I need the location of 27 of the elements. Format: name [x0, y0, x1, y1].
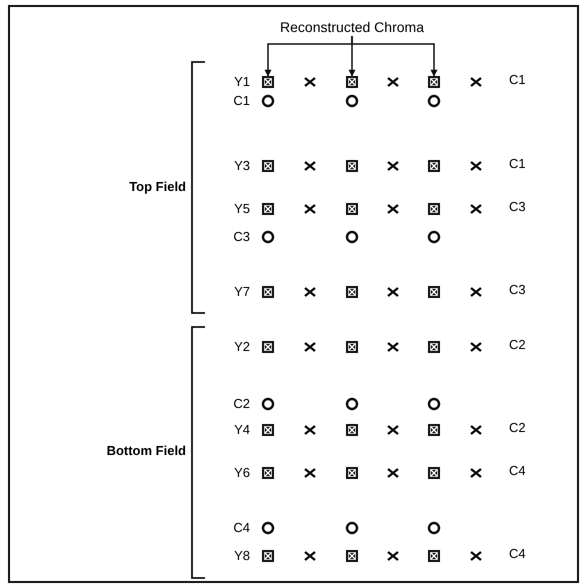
row-label: Y6	[234, 466, 250, 479]
row-label: Y7	[234, 285, 250, 298]
row-label: C1	[509, 73, 526, 86]
chroma-heading: Reconstructed Chroma	[280, 20, 424, 34]
row-label: C3	[233, 230, 250, 243]
square-sample-icon	[346, 76, 358, 88]
row-label: C1	[509, 157, 526, 170]
row-label: Y3	[234, 159, 250, 172]
row-label: Y2	[234, 340, 250, 353]
row-label: C4	[233, 521, 250, 534]
arrow	[351, 36, 438, 77]
row-label: Y8	[234, 549, 250, 562]
row-label: Y5	[234, 202, 250, 215]
row-label: C4	[509, 547, 526, 560]
row-label: C2	[509, 421, 526, 434]
field-label: Top Field	[129, 180, 186, 193]
row-label: Y1	[234, 75, 250, 88]
row-label: C2	[509, 338, 526, 351]
row-label: C1	[233, 94, 250, 107]
square-sample-icon	[428, 76, 440, 88]
row-label: C3	[509, 200, 526, 213]
row-label: C2	[233, 397, 250, 410]
row-label: Y4	[234, 423, 250, 436]
square-sample-icon	[262, 76, 274, 88]
field-label: Bottom Field	[106, 444, 186, 457]
row-label: C3	[509, 283, 526, 296]
row-label: C4	[509, 464, 526, 477]
